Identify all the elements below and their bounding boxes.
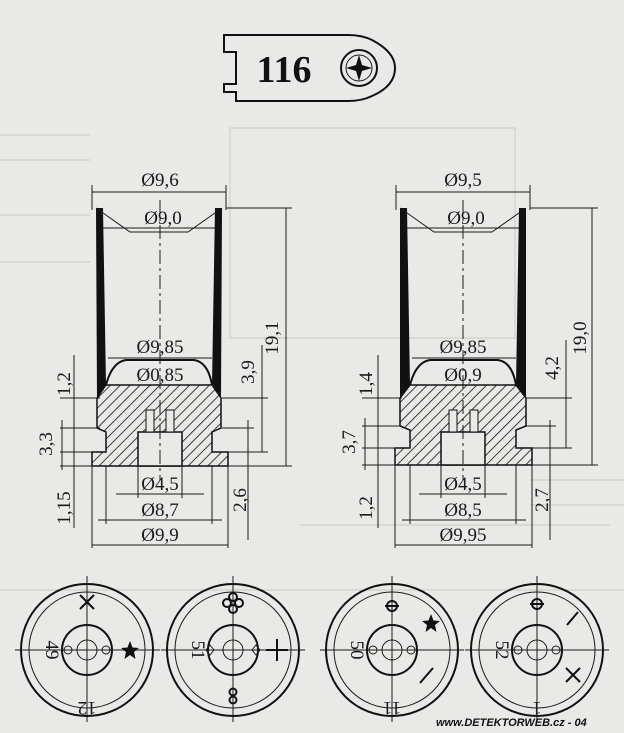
star-icon (121, 641, 139, 659)
headstamp-1: 49 12 (15, 576, 160, 722)
left-flash-hole-dim: Ø0,85 (137, 365, 184, 386)
left-h-19-1: 19,1 (262, 321, 283, 354)
site-credit: www.DETEKTORWEB.cz - 04 (436, 717, 587, 729)
right-h-3-7: 3,7 (339, 430, 360, 454)
right-primer-dim: Ø4,5 (444, 474, 481, 495)
right-flash-hole-dim: Ø0,9 (444, 365, 481, 386)
plus-icon (266, 639, 288, 661)
star-in-circle-icon (340, 49, 378, 87)
right-case-section: Ø9,5 Ø9,0 Ø9,85 Ø0,9 1,4 3,7 1,2 19,0 4,… (339, 170, 598, 548)
case-number-badge: 116 (223, 34, 397, 102)
headstamp-3-left: 50 (346, 641, 367, 660)
headstamp-1-bottom: 12 (78, 697, 97, 718)
headstamp-4-bottom: 1 (532, 697, 542, 718)
right-h-4-2: 4,2 (542, 356, 563, 380)
left-top-outer-dim: Ø9,6 (141, 170, 178, 191)
cross-icon (79, 594, 95, 610)
headstamp-2: 51 (161, 576, 305, 722)
right-top-outer-dim: Ø9,5 (444, 170, 481, 191)
circle-dot-icon (530, 598, 544, 610)
circle-dot-icon (385, 600, 399, 612)
cross-icon (565, 667, 581, 683)
right-upper-inner-dim: Ø9,85 (440, 337, 487, 358)
left-rim-dim: Ø9,9 (141, 525, 178, 546)
headstamp-4-left: 52 (491, 641, 512, 660)
case-number: 116 (257, 49, 312, 91)
right-mouth-dim: Ø9,0 (447, 208, 484, 229)
quatrefoil-icon (222, 592, 244, 614)
left-h-2-6: 2,6 (230, 488, 251, 512)
right-h-2-7: 2,7 (532, 488, 553, 512)
left-h-1-2: 1,2 (54, 372, 75, 396)
left-case-section: Ø9,6 Ø9,0 Ø9,85 Ø0,85 1,2 3,3 1,15 19,1 … (36, 170, 292, 548)
left-mouth-dim: Ø9,0 (144, 208, 181, 229)
left-h-1-15: 1,15 (54, 491, 75, 524)
left-h-3-3: 3,3 (36, 432, 57, 456)
left-groove-dim: Ø8,7 (141, 500, 178, 521)
dash-icon (419, 667, 434, 684)
left-h-3-9: 3,9 (238, 360, 259, 384)
right-groove-dim: Ø8,5 (444, 500, 481, 521)
background-ghost (0, 127, 624, 591)
headstamp-3-bottom: 11 (383, 697, 401, 718)
figure-eight-icon (228, 687, 238, 705)
headstamp-4: 52 1 (465, 576, 609, 722)
right-h-19-0: 19,0 (570, 321, 591, 354)
headstamp-1-left: 49 (41, 641, 62, 660)
headstamp-2-left: 51 (187, 641, 208, 660)
right-rim-dim: Ø9,95 (440, 525, 487, 546)
dash-icon (566, 611, 579, 626)
headstamp-3: 50 11 (320, 576, 464, 722)
left-primer-dim: Ø4,5 (141, 474, 178, 495)
right-h-1-4: 1,4 (356, 372, 377, 396)
right-h-1-2: 1,2 (356, 496, 377, 520)
left-upper-inner-dim: Ø9,85 (137, 337, 184, 358)
star-icon (422, 614, 440, 632)
